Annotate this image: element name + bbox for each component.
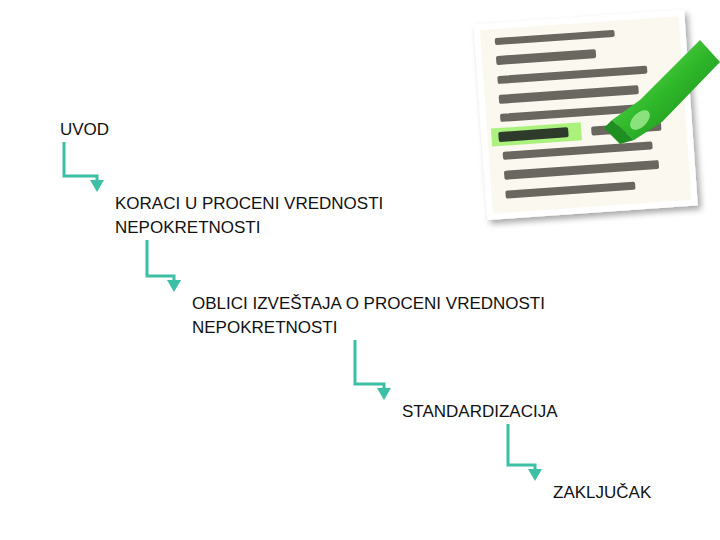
step-title: UVOD xyxy=(60,118,109,142)
connector-line xyxy=(355,340,384,390)
step-item: STANDARDIZACIJA xyxy=(378,400,558,424)
step-connector xyxy=(147,240,181,292)
connector-line xyxy=(508,424,535,471)
step-item: ZAKLJUČAK xyxy=(529,481,651,505)
step-connector xyxy=(64,142,104,192)
step-title: OBLICI IZVEŠTAJA O PROCENI VREDNOSTI NEP… xyxy=(192,292,552,340)
connector-line xyxy=(64,142,97,182)
step-connector xyxy=(355,340,391,400)
step-title: ZAKLJUČAK xyxy=(553,481,651,505)
arrow-head xyxy=(90,180,104,192)
arrow-head xyxy=(167,280,181,292)
arrow-head xyxy=(377,388,391,400)
step-item: KORACI U PROCENI VREDNOSTI NEPOKRETNOSTI xyxy=(91,192,455,240)
step-item: UVOD xyxy=(60,118,109,142)
highlighter-pen xyxy=(604,40,720,144)
connector-line xyxy=(147,240,174,282)
step-connector xyxy=(508,424,542,481)
step-title: STANDARDIZACIJA xyxy=(402,400,558,424)
step-title: KORACI U PROCENI VREDNOSTI NEPOKRETNOSTI xyxy=(115,192,455,240)
step-item: OBLICI IZVEŠTAJA O PROCENI VREDNOSTI NEP… xyxy=(168,292,552,340)
arrow-head xyxy=(528,469,542,481)
